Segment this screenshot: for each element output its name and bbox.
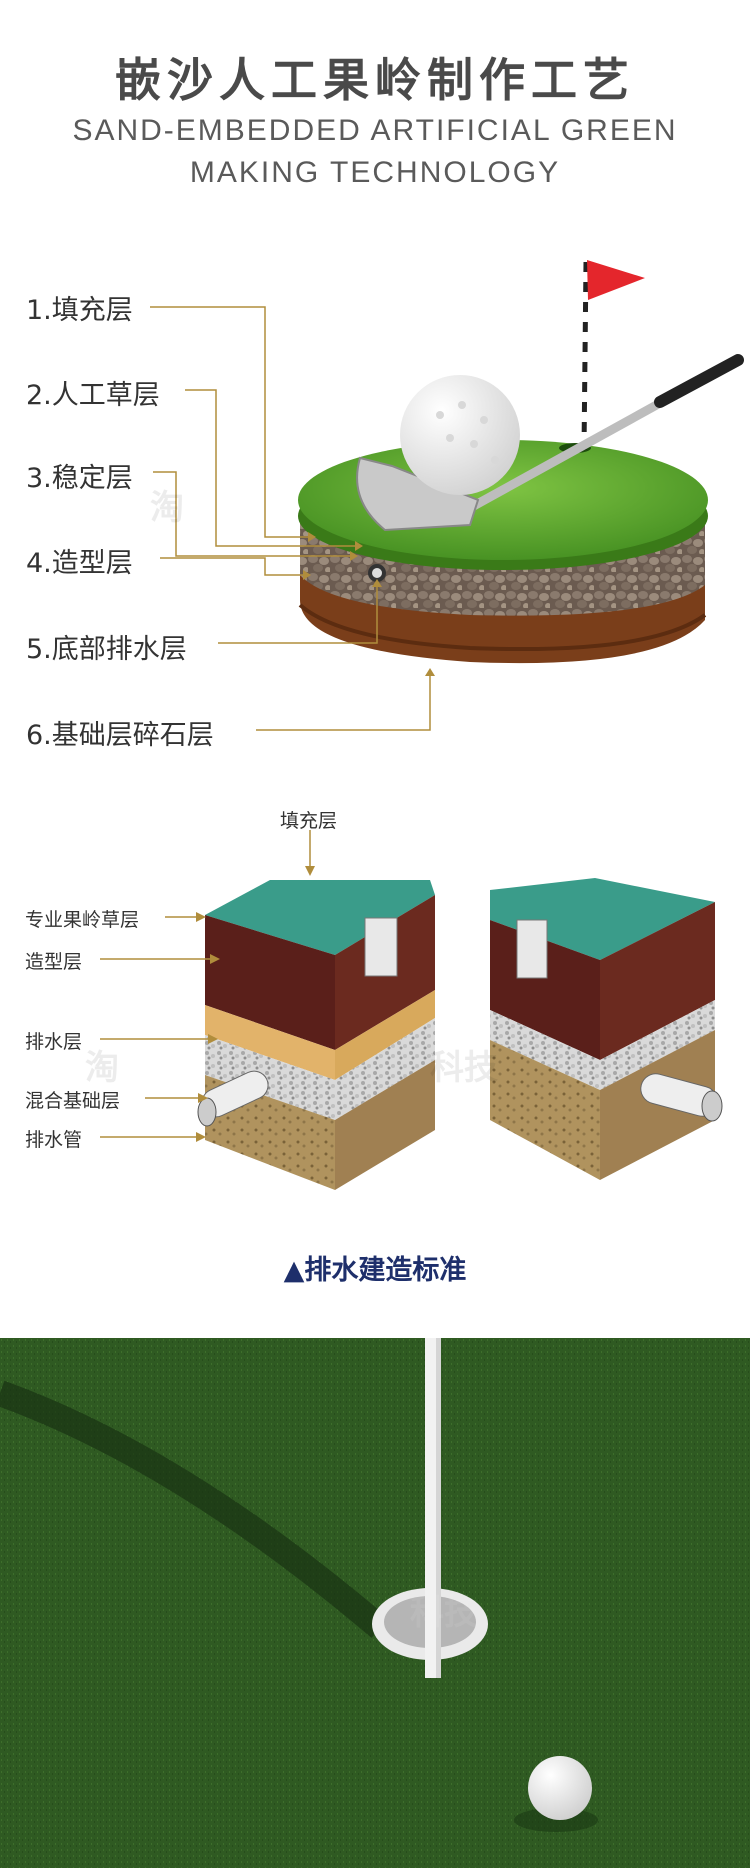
layer-label-foundation-gravel: 6.基础层碎石层 — [26, 720, 214, 751]
layer-label-artificial-grass: 2.人工草层 — [26, 380, 160, 411]
drainage-connector-lines — [100, 916, 212, 1138]
drainage-block-right — [490, 878, 723, 1180]
layer-label-stable: 3.稳定层 — [26, 463, 133, 494]
watermark: 科技 — [410, 1593, 478, 1633]
drainage-block-left — [197, 880, 435, 1190]
flag-icon — [559, 260, 645, 453]
drainage-label-mixed-base: 混合基础层 — [25, 1090, 121, 1112]
layer-label-bottom-drainage: 5.底部排水层 — [26, 634, 187, 665]
page-title: 嵌沙人工果岭制作工艺 — [115, 53, 635, 107]
watermark: 淘 — [85, 1048, 119, 1088]
drainage-label-green-turf: 专业果岭草层 — [25, 909, 140, 931]
watermark: 科技 — [430, 1048, 498, 1088]
layer-connector-arrows — [303, 532, 435, 676]
drainage-label-shaping: 造型层 — [25, 951, 83, 973]
golf-ball-icon — [400, 375, 520, 495]
drainage-label-fill: 填充层 — [280, 810, 338, 832]
golf-ball-icon — [528, 1756, 592, 1820]
drainage-label-drain-pipe: 排水管 — [25, 1129, 83, 1151]
golf-green-cross-section — [150, 260, 744, 731]
drainage-caption: ▲排水建造标准 — [283, 1255, 467, 1286]
layer-label-fill: 1.填充层 — [26, 295, 133, 326]
watermark: 淘 — [150, 488, 184, 528]
drainage-connector-arrows — [196, 912, 220, 1142]
golf-club-icon — [356, 354, 744, 532]
flagstick-icon — [425, 1338, 441, 1678]
drainage-diagram — [100, 830, 723, 1190]
drainage-label-drainage-layer: 排水层 — [25, 1031, 83, 1053]
putting-green-photo — [0, 1338, 750, 1868]
page-subtitle-line2: MAKING TECHNOLOGY — [189, 156, 561, 189]
layer-label-shaping: 4.造型层 — [26, 548, 133, 579]
page-subtitle-line1: SAND-EMBEDDED ARTIFICIAL GREEN — [72, 114, 678, 147]
drain-pipe-icon — [368, 564, 386, 582]
layer-connector-lines — [150, 306, 431, 731]
